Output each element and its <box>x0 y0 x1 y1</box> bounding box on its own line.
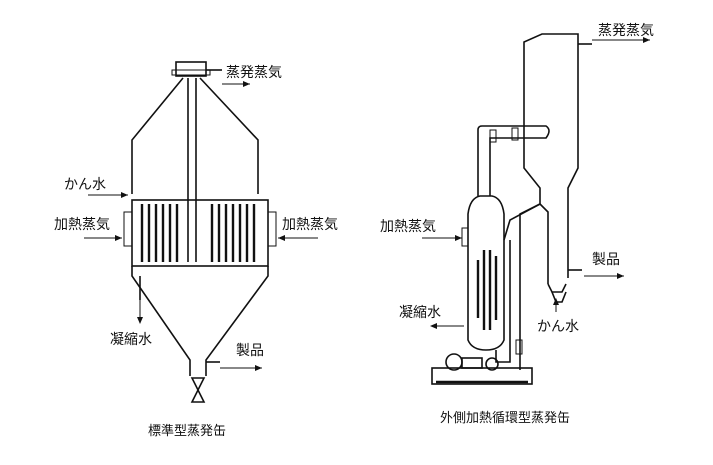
external-circulation-evaporator-drawing <box>422 33 650 385</box>
heater-tubes <box>476 250 498 330</box>
right-vapor-out-label: 蒸発蒸気 <box>598 23 654 39</box>
standard-evaporator-drawing <box>84 61 318 403</box>
right-product-label: 製品 <box>592 252 620 268</box>
left-feed-water-label: かん水 <box>64 177 106 193</box>
left-condensate-label: 凝縮水 <box>110 332 152 348</box>
heating-tubes-right <box>210 204 256 262</box>
left-caption: 標準型蒸発缶 <box>148 424 227 439</box>
left-product-label: 製品 <box>236 343 264 359</box>
right-caption: 外側加熱循環型蒸発缶 <box>440 411 571 426</box>
heating-tubes-left <box>140 204 179 262</box>
right-condensate-label: 凝縮水 <box>399 305 441 321</box>
left-heating-steam-label: 加熱蒸気 <box>54 217 110 233</box>
right-side-heating-steam-label: 加熱蒸気 <box>282 217 338 233</box>
right-heating-steam-label: 加熱蒸気 <box>380 219 436 235</box>
right-feed-water-label: かん水 <box>537 319 579 335</box>
left-vapor-out-label: 蒸発蒸気 <box>226 65 282 81</box>
